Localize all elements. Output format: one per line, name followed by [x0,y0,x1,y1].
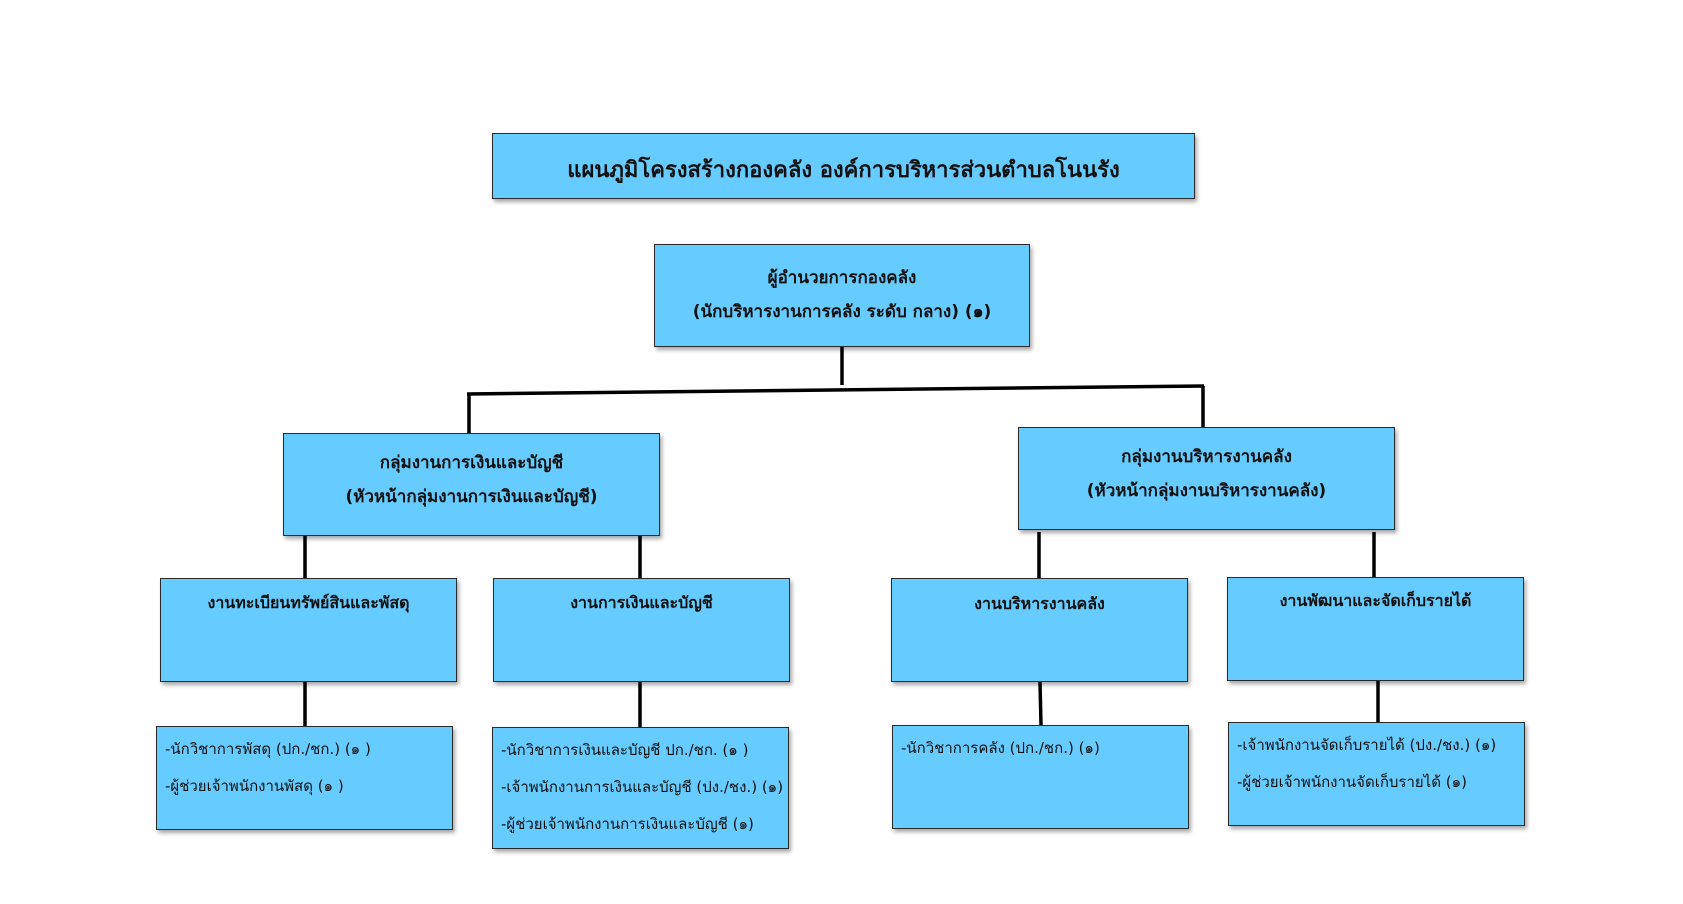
finance-accounting-group-box: กลุ่มงานการเงินและบัญชี (หัวหน้ากลุ่มงาน… [283,433,660,536]
chart-title: แผนภูมิโครงสร้างกองคลัง องค์การบริหารส่ว… [567,158,1120,183]
staff-item: -เจ้าพนักงานการเงินและบัญชี (ปง./ชง.) (๑… [501,778,784,796]
director-box: ผู้อำนวยการกองคลัง (นักบริหารงานการคลัง … [654,244,1030,347]
staff-box-finance-accounting: -นักวิชาการเงินและบัญชี ปก./ชก. (๑ ) -เจ… [492,727,789,849]
unit-label: งานทะเบียนทรัพย์สินและพัสดุ [207,593,410,612]
staff-box-revenue: -เจ้าพนักงานจัดเก็บรายได้ (ปง./ชง.) (๑) … [1228,722,1525,826]
connector-to-treasury-staff [1038,681,1043,726]
treasury-admin-group-box: กลุ่มงานบริหารงานคลัง (หัวหน้ากลุ่มงานบร… [1018,427,1395,530]
staff-box-assets-supplies: -นักวิชาการพัสดุ (ปก./ชก.) (๑ ) -ผู้ช่วย… [156,726,453,830]
chart-title-box: แผนภูมิโครงสร้างกองคลัง องค์การบริหารส่ว… [492,133,1195,199]
staff-item: -ผู้ช่วยเจ้าพนักงานพัสดุ (๑ ) [165,777,344,795]
unit-box-assets-supplies: งานทะเบียนทรัพย์สินและพัสดุ [160,578,457,682]
director-title: ผู้อำนวยการกองคลัง [767,268,917,288]
group-head: (หัวหน้ากลุ่มงานการเงินและบัญชี) [345,487,598,507]
unit-label: งานการเงินและบัญชี [570,593,713,612]
unit-box-treasury-admin: งานบริหารงานคลัง [891,578,1188,682]
connector-horizontal-bar [466,384,1205,396]
unit-label: งานบริหารงานคลัง [974,594,1105,613]
unit-box-finance-accounting: งานการเงินและบัญชี [493,578,790,682]
staff-item: -ผู้ช่วยเจ้าพนักงานจัดเก็บรายได้ (๑) [1237,773,1467,791]
director-position: (นักบริหารงานการคลัง ระดับ กลาง) (๑) [692,302,992,322]
group-name: กลุ่มงานบริหารงานคลัง [1121,447,1292,467]
staff-item: -เจ้าพนักงานจัดเก็บรายได้ (ปง./ชง.) (๑) [1237,736,1497,754]
staff-item: -นักวิชาการเงินและบัญชี ปก./ชก. (๑ ) [501,741,749,759]
group-head: (หัวหน้ากลุ่มงานบริหารงานคลัง) [1086,481,1327,501]
staff-item: -ผู้ช่วยเจ้าพนักงานการเงินและบัญชี (๑) [501,815,754,833]
unit-label: งานพัฒนาและจัดเก็บรายได้ [1279,591,1472,610]
staff-item: -นักวิชาการพัสดุ (ปก./ชก.) (๑ ) [165,740,371,758]
group-name: กลุ่มงานการเงินและบัญชี [379,453,564,473]
staff-item: -นักวิชาการคลัง (ปก./ชก.) (๑) [901,739,1100,757]
unit-box-revenue: งานพัฒนาและจัดเก็บรายได้ [1227,577,1524,681]
staff-box-treasury-admin: -นักวิชาการคลัง (ปก./ชก.) (๑) [892,725,1189,829]
